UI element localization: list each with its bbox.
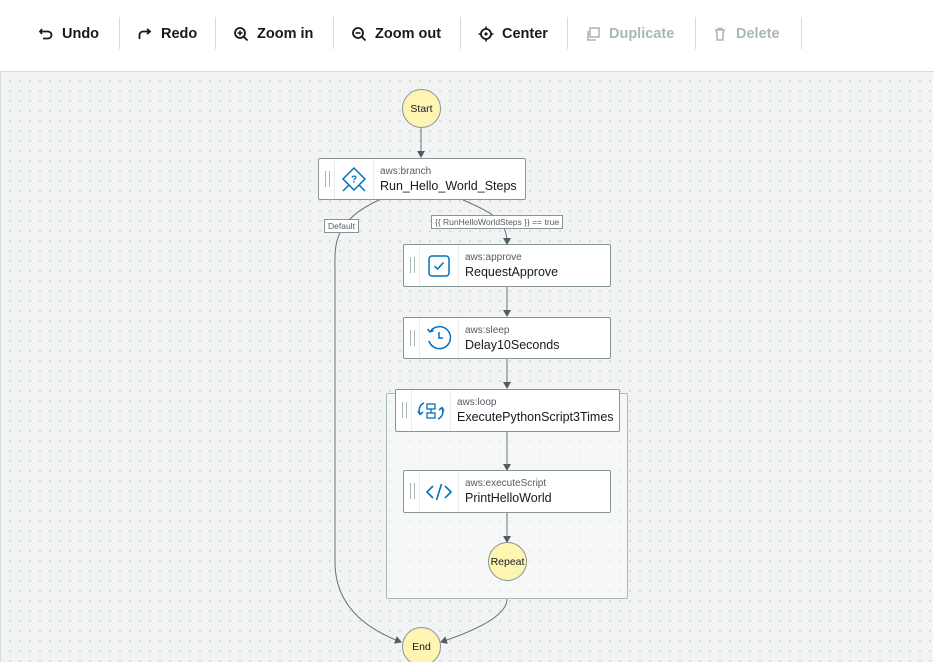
toolbar: Undo Redo Zoom in Zoom out Center Duplic…	[0, 0, 934, 72]
drag-handle[interactable]	[325, 171, 330, 187]
toolbar-divider	[695, 17, 696, 49]
step-type: aws:sleep	[465, 325, 510, 336]
zoom-in-icon	[234, 27, 249, 42]
sleep-clock-icon	[419, 318, 459, 358]
approve-step[interactable]: aws:approve RequestApprove	[403, 244, 611, 287]
step-type: aws:branch	[380, 166, 432, 177]
duplicate-icon	[587, 27, 600, 41]
execute-script-step[interactable]: aws:executeScript PrintHelloWorld	[403, 470, 611, 513]
toolbar-divider	[801, 17, 802, 49]
duplicate-button[interactable]: Duplicate	[585, 20, 674, 48]
toolbar-divider	[567, 17, 568, 49]
zoom-in-label: Zoom in	[257, 26, 314, 42]
zoom-out-label: Zoom out	[375, 26, 442, 42]
start-label: Start	[410, 102, 433, 115]
zoom-out-button[interactable]: Zoom out	[351, 20, 441, 48]
undo-icon	[38, 28, 53, 40]
step-name: PrintHelloWorld	[465, 491, 552, 505]
undo-label: Undo	[62, 26, 100, 42]
zoom-in-button[interactable]: Zoom in	[233, 20, 313, 48]
zoom-out-icon	[352, 27, 367, 42]
delete-button[interactable]: Delete	[712, 20, 780, 48]
center-label: Center	[502, 26, 548, 42]
start-node[interactable]: Start	[402, 89, 441, 128]
trash-icon	[715, 27, 725, 41]
branch-step[interactable]: ? aws:branch Run_Hello_World_Steps	[318, 158, 526, 200]
duplicate-label: Duplicate	[609, 26, 675, 42]
default-branch-label: Default	[324, 219, 359, 233]
connector-branch-default-end	[334, 199, 402, 644]
repeat-label: Repeat	[490, 555, 525, 568]
end-label: End	[412, 640, 431, 653]
approve-check-icon	[419, 245, 459, 286]
redo-button[interactable]: Redo	[137, 20, 197, 48]
workflow-canvas[interactable]: Start ? aws:branch Run_Hello_World_Steps…	[1, 72, 933, 662]
step-name: ExecutePythonScript3Times	[457, 410, 614, 424]
end-node[interactable]: End	[402, 627, 441, 662]
loop-icon	[411, 390, 451, 431]
step-name: Delay10Seconds	[465, 338, 560, 352]
canvas-border	[0, 72, 1, 662]
toolbar-divider	[119, 17, 120, 49]
undo-button[interactable]: Undo	[38, 20, 99, 48]
drag-handle[interactable]	[410, 483, 415, 499]
repeat-node[interactable]: Repeat	[488, 542, 527, 581]
toolbar-divider	[460, 17, 461, 49]
step-type: aws:loop	[457, 397, 497, 408]
loop-step[interactable]: aws:loop ExecutePythonScript3Times	[395, 389, 620, 432]
branch-icon: ?	[334, 159, 374, 199]
toolbar-divider	[333, 17, 334, 49]
delete-label: Delete	[736, 26, 780, 42]
sleep-step[interactable]: aws:sleep Delay10Seconds	[403, 317, 611, 359]
step-name: RequestApprove	[465, 265, 559, 279]
center-icon	[478, 26, 494, 42]
step-type: aws:approve	[465, 252, 522, 263]
drag-handle[interactable]	[402, 402, 407, 418]
svg-text:?: ?	[351, 175, 357, 186]
code-icon	[419, 471, 459, 512]
connector-loop-end	[440, 598, 508, 644]
redo-label: Redo	[161, 26, 198, 42]
step-type: aws:executeScript	[465, 478, 547, 489]
drag-handle[interactable]	[410, 330, 415, 346]
toolbar-divider	[215, 17, 216, 49]
drag-handle[interactable]	[410, 257, 415, 273]
redo-icon	[138, 28, 152, 39]
condition-label: {{ RunHelloWorldSteps }} == true	[431, 215, 564, 229]
step-name: Run_Hello_World_Steps	[380, 179, 517, 193]
center-button[interactable]: Center	[478, 20, 548, 48]
